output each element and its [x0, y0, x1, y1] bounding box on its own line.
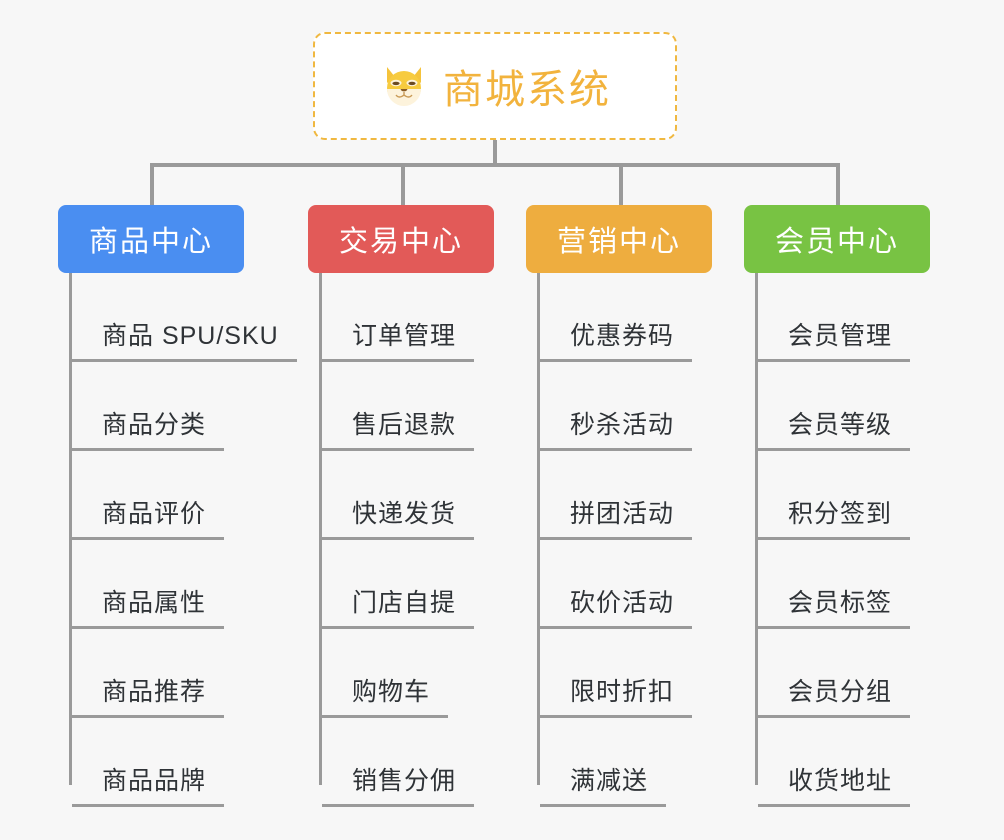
list-item[interactable]: 销售分佣: [319, 718, 494, 807]
sub-item-label: 会员等级: [758, 405, 911, 451]
connector-drop-3: [619, 163, 623, 207]
connector-drop-1: [150, 163, 154, 207]
list-item[interactable]: 快递发货: [319, 451, 494, 540]
sub-item-label: 快递发货: [322, 494, 475, 540]
sub-item-list-member: 会员管理 会员等级 积分签到 会员标签 会员分组 收货地址: [755, 273, 930, 807]
category-column-marketing: 营销中心 优惠券码 秒杀活动 拼团活动 砍价活动 限时折扣 满减送: [526, 205, 712, 807]
list-item[interactable]: 会员等级: [755, 362, 930, 451]
list-item[interactable]: 门店自提: [319, 540, 494, 629]
list-item[interactable]: 商品 SPU/SKU: [69, 273, 297, 362]
list-item[interactable]: 商品属性: [69, 540, 244, 629]
list-item[interactable]: 收货地址: [755, 718, 930, 807]
sub-item-label: 会员管理: [758, 316, 911, 362]
list-item[interactable]: 满减送: [537, 718, 712, 807]
sub-item-label: 售后退款: [322, 405, 475, 451]
sub-item-label: 限时折扣: [540, 672, 693, 718]
sub-item-label: 订单管理: [322, 316, 475, 362]
list-item[interactable]: 商品品牌: [69, 718, 244, 807]
connector-root-stem: [493, 140, 497, 165]
shiba-dog-face-icon: [379, 61, 429, 111]
connector-horizontal-bus: [150, 163, 840, 167]
sub-item-label: 销售分佣: [322, 761, 475, 807]
list-item[interactable]: 商品分类: [69, 362, 244, 451]
sub-item-label: 会员分组: [758, 672, 911, 718]
category-label: 会员中心: [774, 226, 899, 258]
list-item[interactable]: 商品推荐: [69, 629, 244, 718]
connector-rail: [537, 273, 540, 785]
sub-item-label: 门店自提: [322, 583, 475, 629]
list-item[interactable]: 会员管理: [755, 273, 930, 362]
list-item[interactable]: 商品评价: [69, 451, 244, 540]
sub-item-label: 商品推荐: [72, 672, 225, 718]
sub-item-label: 商品 SPU/SKU: [72, 316, 297, 362]
list-item[interactable]: 售后退款: [319, 362, 494, 451]
sub-item-label: 拼团活动: [540, 494, 693, 540]
category-box-member[interactable]: 会员中心: [744, 205, 930, 273]
sub-item-label: 商品评价: [72, 494, 225, 540]
category-box-marketing[interactable]: 营销中心: [526, 205, 712, 273]
sub-item-label: 满减送: [540, 761, 667, 807]
list-item[interactable]: 秒杀活动: [537, 362, 712, 451]
connector-drop-2: [401, 163, 405, 207]
sub-item-label: 商品属性: [72, 583, 225, 629]
connector-rail: [69, 273, 72, 785]
connector-rail: [755, 273, 758, 785]
connector-rail: [319, 273, 322, 785]
category-column-trade: 交易中心 订单管理 售后退款 快递发货 门店自提 购物车 销售分佣: [308, 205, 494, 807]
category-column-member: 会员中心 会员管理 会员等级 积分签到 会员标签 会员分组 收货地址: [744, 205, 930, 807]
category-box-product[interactable]: 商品中心: [58, 205, 244, 273]
list-item[interactable]: 拼团活动: [537, 451, 712, 540]
sub-item-label: 商品分类: [72, 405, 225, 451]
root-node[interactable]: 商城系统: [313, 32, 677, 140]
sub-item-label: 商品品牌: [72, 761, 225, 807]
sub-item-label: 砍价活动: [540, 583, 693, 629]
root-title: 商城系统: [443, 68, 611, 112]
sub-item-list-trade: 订单管理 售后退款 快递发货 门店自提 购物车 销售分佣: [319, 273, 494, 807]
list-item[interactable]: 会员分组: [755, 629, 930, 718]
list-item[interactable]: 积分签到: [755, 451, 930, 540]
category-label: 营销中心: [556, 226, 681, 258]
category-box-trade[interactable]: 交易中心: [308, 205, 494, 273]
connector-drop-4: [836, 163, 840, 207]
sub-item-list-marketing: 优惠券码 秒杀活动 拼团活动 砍价活动 限时折扣 满减送: [537, 273, 712, 807]
sub-item-label: 会员标签: [758, 583, 911, 629]
sub-item-label: 购物车: [322, 672, 449, 718]
list-item[interactable]: 会员标签: [755, 540, 930, 629]
category-column-product: 商品中心 商品 SPU/SKU 商品分类 商品评价 商品属性 商品推荐 商品品牌: [58, 205, 297, 807]
sub-item-label: 秒杀活动: [540, 405, 693, 451]
list-item[interactable]: 优惠券码: [537, 273, 712, 362]
sub-item-label: 优惠券码: [540, 316, 693, 362]
sub-item-label: 积分签到: [758, 494, 911, 540]
list-item[interactable]: 砍价活动: [537, 540, 712, 629]
sub-item-label: 收货地址: [758, 761, 911, 807]
list-item[interactable]: 购物车: [319, 629, 494, 718]
list-item[interactable]: 订单管理: [319, 273, 494, 362]
category-label: 交易中心: [338, 226, 463, 258]
category-label: 商品中心: [88, 226, 213, 258]
list-item[interactable]: 限时折扣: [537, 629, 712, 718]
sub-item-list-product: 商品 SPU/SKU 商品分类 商品评价 商品属性 商品推荐 商品品牌: [69, 273, 297, 807]
